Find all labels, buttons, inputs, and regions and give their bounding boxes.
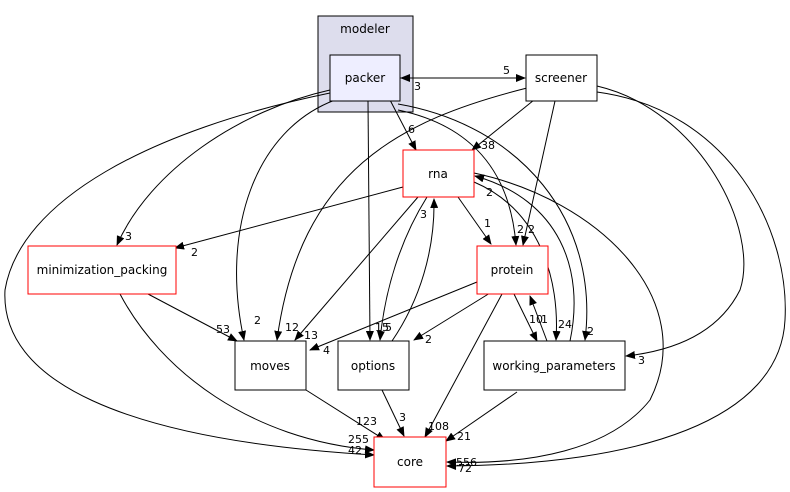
edge-working_parameters-protein [529,295,548,342]
node-working_parameters[interactable]: working_parameters [483,340,626,391]
node-working_parameters-label: working_parameters [492,359,615,373]
edge-label-protein-options: 2 [425,333,432,346]
node-rna-label: rna [428,167,448,181]
edge-label-packer-moves: 2 [254,314,261,327]
edge-options-core [381,389,405,437]
edge-label-rna-protein: 1 [484,217,491,230]
edge-screener-protein [521,100,556,246]
edge-minimization_packing-core [119,293,375,454]
edges: 5 3 6 38 3 2 2 2 1 2 12 13 53 [4,64,786,475]
node-core-box [373,436,447,488]
edge-packer-minimization_packing [116,89,331,246]
edge-packer-options [365,100,374,341]
node-packer-label: packer [345,71,385,85]
edge-packer-working_parameters [397,103,591,341]
edge-protein-working_parameters [513,293,538,342]
node-minimization_packing[interactable]: minimization_packing [27,245,177,295]
edge-protein-core [424,293,503,438]
node-minimization_packing-box [27,245,177,295]
node-rna-box [402,149,475,198]
node-options-box [337,340,410,391]
edge-packer-core [4,92,375,459]
node-core[interactable]: core [373,436,447,488]
edge-label-screener-moves: 12 [285,321,299,334]
edge-screener-moves [274,87,528,341]
edge-label-rna-minimization_packing: 2 [191,246,198,259]
edge-label-working_parameters-rna: 2 [486,186,493,199]
node-packer[interactable]: packer [329,54,401,102]
edge-label-working_parameters-core: 21 [457,430,471,443]
edge-label-screener-core: 72 [458,462,472,475]
edge-label-protein-working_parameters: 10 [529,313,543,326]
edge-rna-minimization_packing [174,186,404,250]
node-options-label: options [351,359,395,373]
edge-label-screener-packer: 3 [414,80,421,93]
node-protein-label: protein [491,263,534,277]
edge-label-options-rna: 3 [420,208,427,221]
edge-label-options-core: 3 [399,411,406,424]
node-screener-box [525,54,598,102]
node-screener[interactable]: screener [525,54,598,102]
edge-label-screener-protein: 2 [528,223,535,236]
edge-moves-core [305,389,386,441]
edge-label-screener-working_parameters: 3 [638,354,645,367]
edge-packer-moves [236,99,336,341]
edge-rna-core [446,172,664,467]
edge-protein-moves [309,281,478,351]
node-minimization_packing-label: minimization_packing [37,263,168,277]
edge-label-packer-protein: 2 [517,223,524,236]
node-protein-box [476,245,549,295]
edge-rna-options [376,196,428,341]
edge-screener-rna [471,99,535,151]
edge-label-packer-screener: 5 [503,64,510,77]
edge-rna-moves [294,196,419,341]
edge-packer-protein [397,109,520,246]
node-core-label: core [397,455,423,469]
node-options[interactable]: options [337,340,410,391]
node-working_parameters-box [483,340,626,391]
edge-label-working_parameters-protein: 1 [541,313,548,326]
cluster-modeler-label: modeler [340,22,390,36]
node-rna[interactable]: rna [402,149,475,198]
edge-label-moves-core: 123 [356,415,377,428]
edge-label-rna-working_parameters: 24 [558,318,572,331]
edge-options-rna [391,198,439,342]
edge-screener-working_parameters [596,85,745,359]
node-screener-label: screener [535,71,587,85]
edge-label-rna-moves: 13 [304,329,318,342]
edge-label-packer-working_parameters: 2 [587,325,594,338]
node-moves[interactable]: moves [234,340,307,391]
edge-screener-core [446,91,786,470]
edge-label-packer-minimization_packing: 3 [125,230,132,243]
edge-label-protein-moves: 4 [323,344,330,357]
edge-working_parameters-core [445,391,518,442]
edge-rna-protein [457,196,492,245]
node-moves-label: moves [250,359,290,373]
edge-label-rna-options: 5 [385,321,392,334]
edge-label-screener-rna: 38 [481,139,495,152]
edge-label-minimization_packing-core: 255 [348,433,369,446]
edge-label-minimization_packing-moves: 53 [216,323,230,336]
edge-packer-rna [389,99,417,151]
edge-working_parameters-rna [474,174,575,342]
node-moves-box [234,340,307,391]
node-packer-box [329,54,401,102]
edge-label-protein-core: 108 [428,420,449,433]
node-protein[interactable]: protein [476,245,549,295]
edge-protein-options [413,292,491,341]
edge-minimization_packing-moves [147,293,238,342]
